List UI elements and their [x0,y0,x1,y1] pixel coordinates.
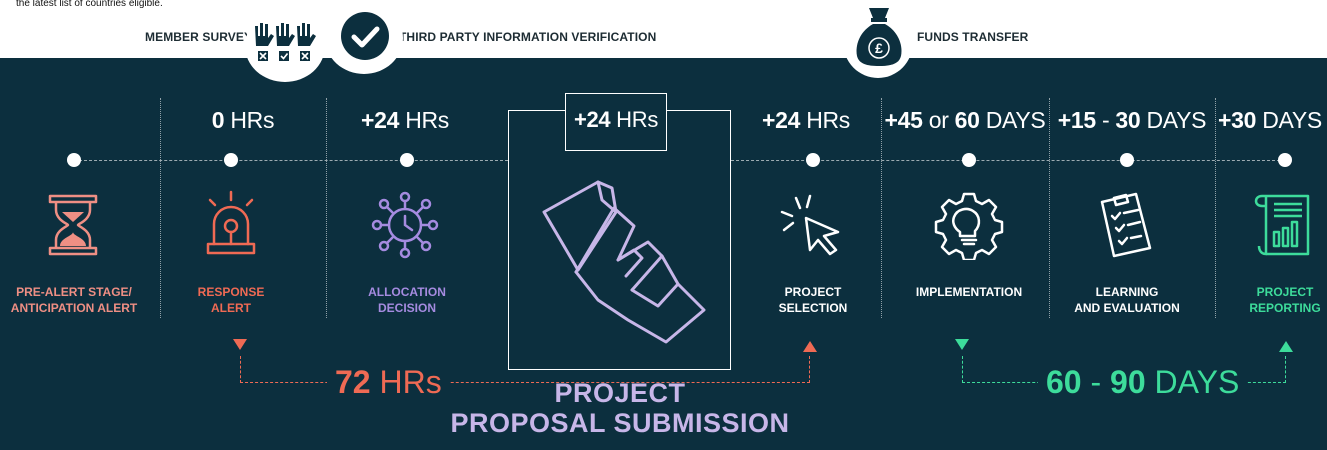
stage-label-selection: PROJECT SELECTION [778,285,848,315]
header-selection: +24 HRs [761,107,851,133]
up-triangle-marker [1279,341,1293,352]
stage-label-response: RESPONSE ALERT [197,285,265,315]
down-triangle-marker [233,339,247,350]
separator [326,98,327,318]
svg-text:£: £ [875,40,883,56]
separator [881,98,882,318]
span-label-72-hours: 72 HRs [327,364,450,401]
header-learning: +15 - 30 DAYS [1057,107,1207,133]
report-chart-icon [1254,194,1310,256]
timeline-dot [67,153,81,167]
timeline-dot [224,153,238,167]
clipboard-checklist-icon [1100,192,1152,258]
down-triangle-marker [955,339,969,350]
separator [160,98,161,318]
money-bag-icon: £ [856,8,902,66]
top-strip: the latest list of countries eligible. M… [0,0,1327,58]
timeline-dot [962,153,976,167]
hourglass-icon [48,194,98,256]
hand-document-icon [542,180,706,344]
timeline-dot [806,153,820,167]
up-triangle-marker [803,341,817,352]
timeline-line-left [74,160,508,161]
header-response: 0 HRs [211,107,275,133]
span-bracket-left [240,356,810,383]
siren-icon [206,190,256,255]
timeline-dot [400,153,414,167]
span-label-60-90-days: 60 - 90 DAYS [1038,364,1248,401]
timeline-line-right [731,160,1285,161]
separator [1049,98,1050,318]
timeline-dot [1278,153,1292,167]
header-reporting: +30 DAYS [1218,107,1322,133]
member-survey-label: MEMBER SURVEY [145,30,253,44]
stage-label-reporting: PROJECT REPORTING [1249,285,1321,315]
cursor-click-icon [780,194,840,256]
check-circle-icon [341,12,389,60]
voting-hands-icon [255,23,316,61]
header-proposal: +24 HRs [573,107,659,132]
clock-network-icon [371,191,439,259]
proposal-submission-label: PROJECT PROPOSAL SUBMISSION [450,378,790,438]
header-implementation: +45 or 60 DAYS [884,107,1046,133]
funds-transfer-label: FUNDS TRANSFER [917,30,1029,44]
third-party-label: THIRD PARTY INFORMATION VERIFICATION [399,30,657,44]
intro-text: the latest list of countries eligible. [16,0,163,9]
stage-label-learning: LEARNING AND EVALUATION [1074,285,1180,315]
timeline-dot [1120,153,1134,167]
stage-label-implementation: IMPLEMENTATION [915,285,1023,299]
stage-label-allocation: ALLOCATION DECISION [368,285,446,315]
header-allocation: +24 HRs [360,107,450,133]
proposal-tag [565,93,667,151]
stage-label-pre-alert: PRE-ALERT STAGE/ ANTICIPATION ALERT [10,285,138,315]
lightbulb-gear-icon [934,192,1004,260]
separator [1215,98,1216,318]
